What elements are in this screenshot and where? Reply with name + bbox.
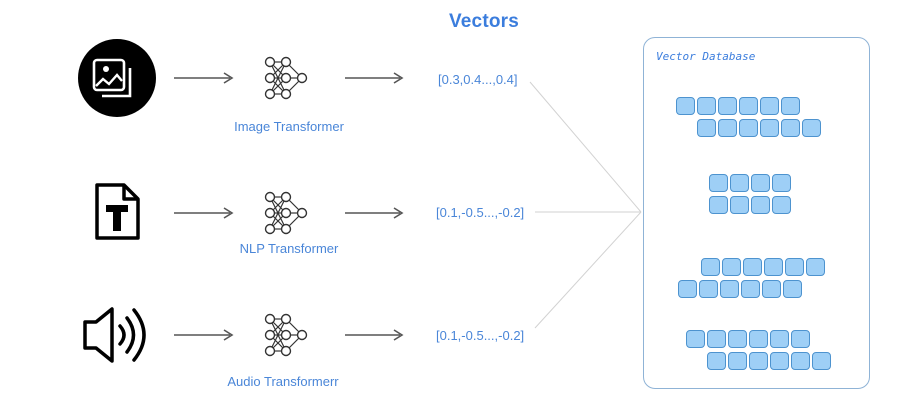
vector-cell (770, 352, 789, 370)
vector-cell (739, 97, 758, 115)
vector-cell (678, 280, 697, 298)
vector-cell (783, 280, 802, 298)
vector-cell (749, 330, 768, 348)
vector-cell (812, 352, 831, 370)
vector-output-text: [0.1,-0.5...,-0.2] (436, 205, 525, 220)
text-file-icon (95, 183, 140, 240)
model-label-audio: Audio Transformerr (227, 374, 339, 389)
model-label-image: Image Transformer (234, 119, 344, 134)
vector-cell (751, 196, 770, 214)
vector-cell (751, 174, 770, 192)
vector-database-container (643, 37, 870, 389)
arrow-image-model-to-vector (345, 72, 404, 84)
vector-cell (728, 352, 747, 370)
vector-cell (730, 174, 749, 192)
vector-cell (722, 258, 741, 276)
arrow-text-model-to-vector (345, 207, 404, 219)
vector-cell (762, 280, 781, 298)
vector-cell (764, 258, 783, 276)
vector-cell (802, 119, 821, 137)
vector-database-title: Vector Database (656, 50, 756, 63)
vector-cell (781, 97, 800, 115)
vector-cell (760, 119, 779, 137)
vector-cell (791, 352, 810, 370)
neural-network-icon (264, 56, 308, 100)
arrow-text-to-model (174, 207, 234, 219)
speaker-icon (83, 307, 146, 363)
vector-cell (697, 119, 716, 137)
vector-cell (718, 97, 737, 115)
image-icon (78, 39, 156, 117)
vector-cell (772, 196, 791, 214)
vector-cell (743, 258, 762, 276)
arrow-image-to-model (174, 72, 234, 84)
vector-output-image: [0.3,0.4...,0.4] (438, 72, 518, 87)
connector-vector3-to-db (534, 211, 642, 329)
arrow-audio-model-to-vector (345, 329, 404, 341)
neural-network-icon (264, 313, 308, 357)
vector-cell (770, 330, 789, 348)
vector-cell (709, 174, 728, 192)
vector-cell (785, 258, 804, 276)
vector-cell (707, 352, 726, 370)
vector-cell (709, 196, 728, 214)
diagram-title: Vectors (448, 11, 520, 32)
model-label-text: NLP Transformer (239, 241, 339, 256)
vector-cell (730, 196, 749, 214)
vector-cell (676, 97, 695, 115)
vector-cell (697, 97, 716, 115)
neural-network-icon (264, 191, 308, 235)
vector-cell (749, 352, 768, 370)
vector-cell (791, 330, 810, 348)
vector-cell (772, 174, 791, 192)
vector-cell (718, 119, 737, 137)
vector-cell (686, 330, 705, 348)
vector-cell (720, 280, 739, 298)
vector-cell (739, 119, 758, 137)
vector-cell (728, 330, 747, 348)
vector-cell (699, 280, 718, 298)
arrow-audio-to-model (174, 329, 234, 341)
vector-cell (760, 97, 779, 115)
vector-cell (781, 119, 800, 137)
connector-vector1-to-db (529, 81, 642, 213)
vector-cell (806, 258, 825, 276)
vector-output-audio: [0.1,-0.5...,-0.2] (436, 328, 525, 343)
vector-cell (707, 330, 726, 348)
vector-cell (741, 280, 760, 298)
vector-cell (701, 258, 720, 276)
